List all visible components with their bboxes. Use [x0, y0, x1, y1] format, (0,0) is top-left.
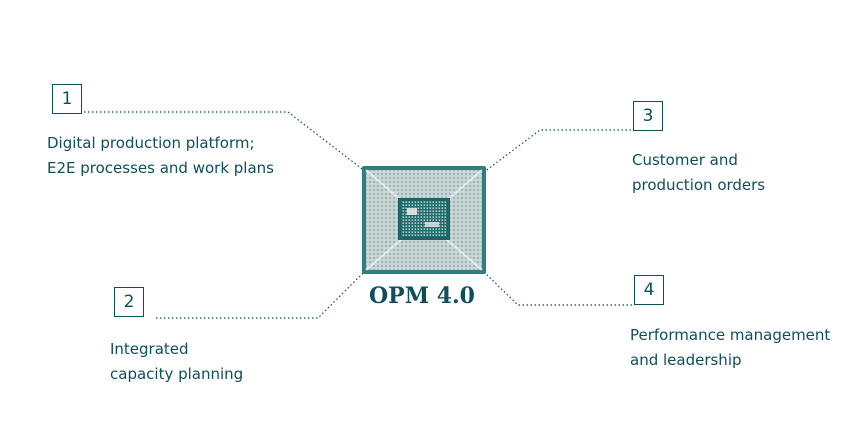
item-label-3-line-2: production orders [632, 176, 766, 194]
item-number-2: 2 [114, 287, 144, 317]
item-label-2-line-2: capacity planning [110, 365, 244, 383]
item-label-2: Integrated capacity planning [110, 337, 243, 387]
item-number-4: 4 [634, 275, 664, 305]
connector-3 [483, 129, 631, 173]
item-label-2-line-1: Integrated [110, 340, 189, 358]
connector-2 [156, 271, 365, 319]
item-label-4: Performance management and leadership [630, 323, 830, 373]
item-label-1-line-2: E2E processes and work plans [47, 159, 274, 177]
item-label-1: Digital production platform; E2E process… [47, 131, 274, 181]
item-label-3: Customer and production orders [632, 148, 765, 198]
item-label-3-line-1: Customer and [632, 151, 738, 169]
item-label-4-line-2: and leadership [630, 351, 742, 369]
connector-4 [483, 271, 632, 306]
item-label-4-line-1: Performance management [630, 326, 831, 344]
item-number-1: 1 [52, 84, 82, 114]
item-label-1-line-1: Digital production platform; [47, 134, 255, 152]
cpu-chip-icon [362, 166, 486, 274]
center-title: OPM 4.0 [369, 283, 475, 309]
connector-1 [84, 111, 367, 173]
item-number-3: 3 [633, 101, 663, 131]
